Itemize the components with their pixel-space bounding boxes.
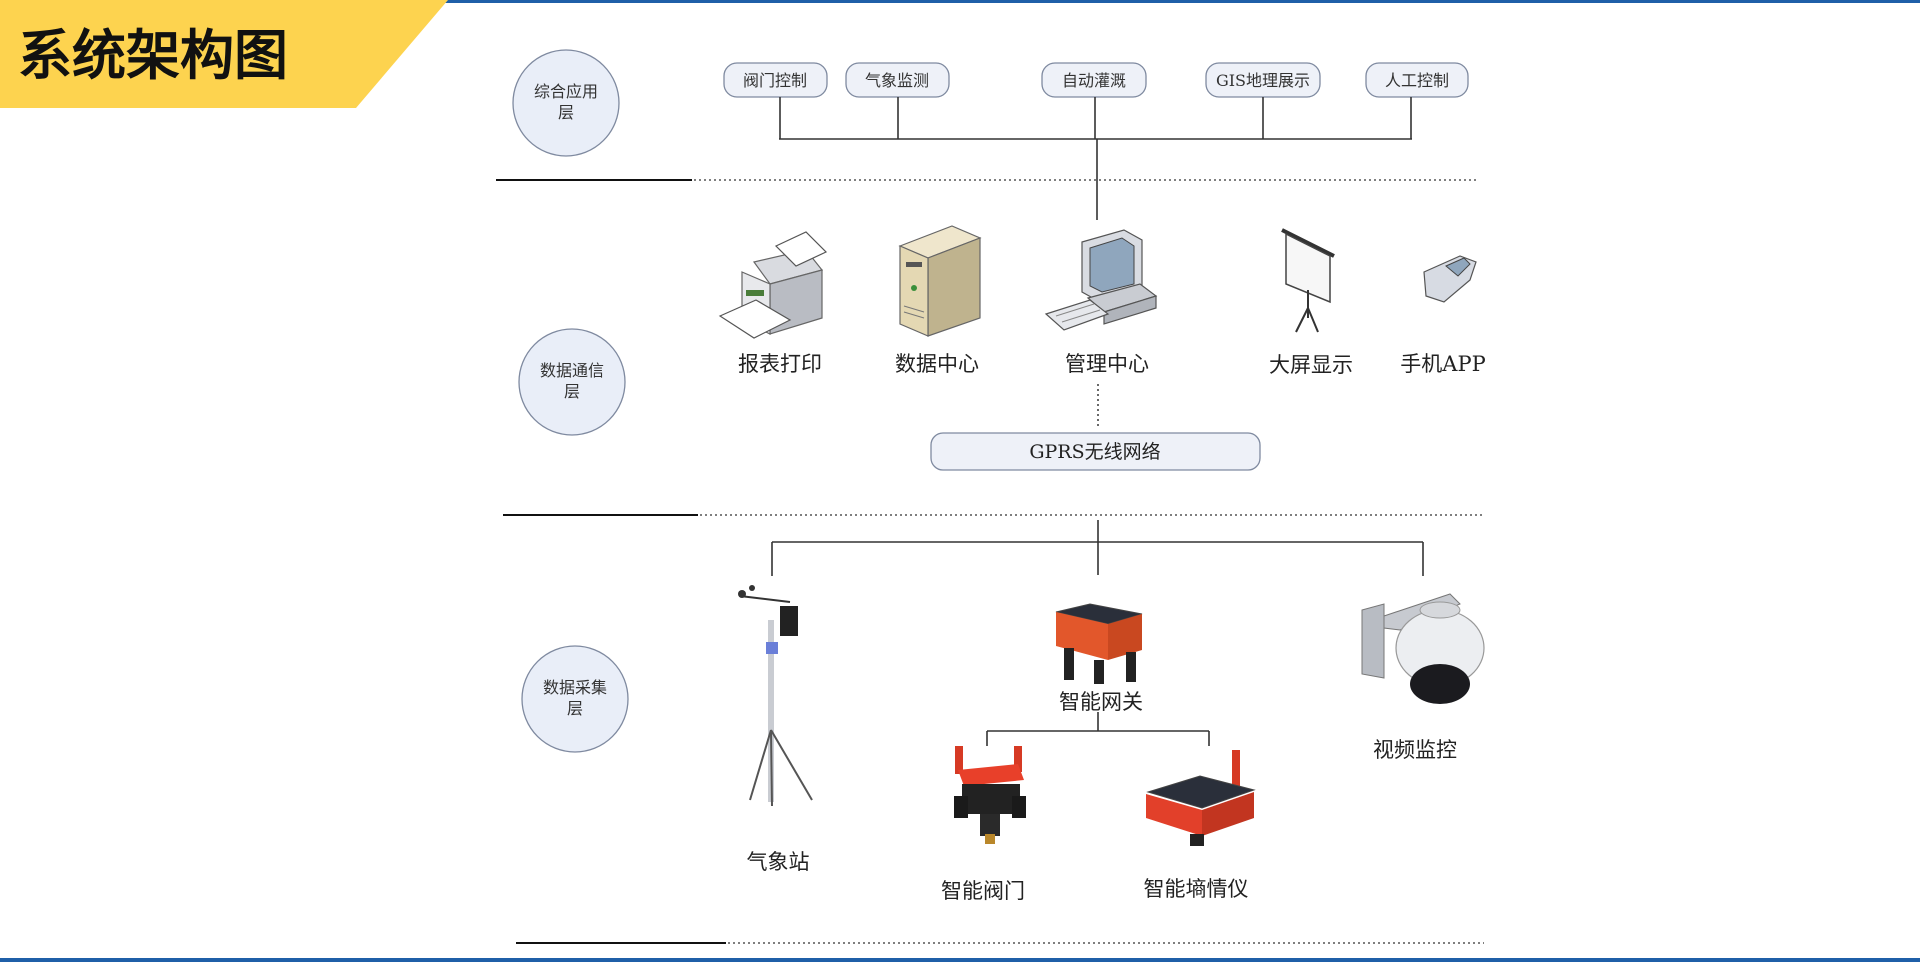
layer-collection-line2: 层 [567,699,583,718]
app-module-label: 阀门控制 [743,71,807,90]
layer-application-line1: 综合应用 [534,82,598,101]
device-label-large-screen: 大屏显示 [1269,353,1353,377]
smart-valve-icon [954,746,1026,844]
cctv-camera-icon [1361,593,1485,704]
page-title: 系统架构图 [18,24,288,87]
smart-gateway-icon [1055,603,1143,684]
weather-station-icon [738,585,813,807]
device-label-management-center: 管理中心 [1065,352,1149,376]
device-label-data-center: 数据中心 [895,352,979,376]
layer-application-line2: 层 [558,103,574,122]
smart-gateway-label: 智能网关 [1059,690,1143,714]
soil-moisture-sensor-icon [1146,750,1256,846]
app-module-auto-irrigation: 自动灌溉 [1041,62,1147,98]
cctv-camera-label: 视频监控 [1373,738,1457,762]
app-connector-tree [779,97,1412,220]
app-module-gis-display: GIS地理展示 [1205,62,1321,98]
title-banner [0,0,448,108]
layer-communication-line2: 层 [564,382,580,401]
top-rule [0,0,1920,3]
layer-collection: 数据采集 层 [521,645,629,753]
printer-icon [718,231,828,339]
app-module-manual-control: 人工控制 [1365,62,1469,98]
mobile-phone-icon [1423,255,1477,303]
device-label-report-printing: 报表打印 [738,352,822,376]
collection-connector-tree [771,520,1424,746]
smart-valve-label: 智能阀门 [941,879,1025,903]
device-label-mobile-app: 手机APP [1400,352,1485,376]
bottom-rule [0,958,1920,962]
app-module-valve-control: 阀门控制 [723,62,828,98]
layer-communication: 数据通信 层 [518,328,626,436]
app-module-label: GIS地理展示 [1216,71,1310,90]
weather-station-label: 气象站 [747,850,810,874]
projector-screen-icon [1281,228,1335,333]
computer-icon [1044,229,1158,331]
gprs-network-box: GPRS无线网络 [930,432,1261,471]
layer-communication-line1: 数据通信 [540,361,604,380]
layer-collection-line1: 数据采集 [543,678,607,697]
app-module-label: 自动灌溉 [1062,71,1126,90]
app-module-label: 气象监测 [865,71,929,90]
server-icon [898,225,982,337]
soil-moisture-sensor-label: 智能墒情仪 [1144,877,1249,901]
app-module-weather-monitoring: 气象监测 [845,62,950,98]
app-module-label: 人工控制 [1385,71,1449,90]
gprs-network-label: GPRS无线网络 [1029,441,1160,463]
layer-application: 综合应用 层 [512,49,620,157]
